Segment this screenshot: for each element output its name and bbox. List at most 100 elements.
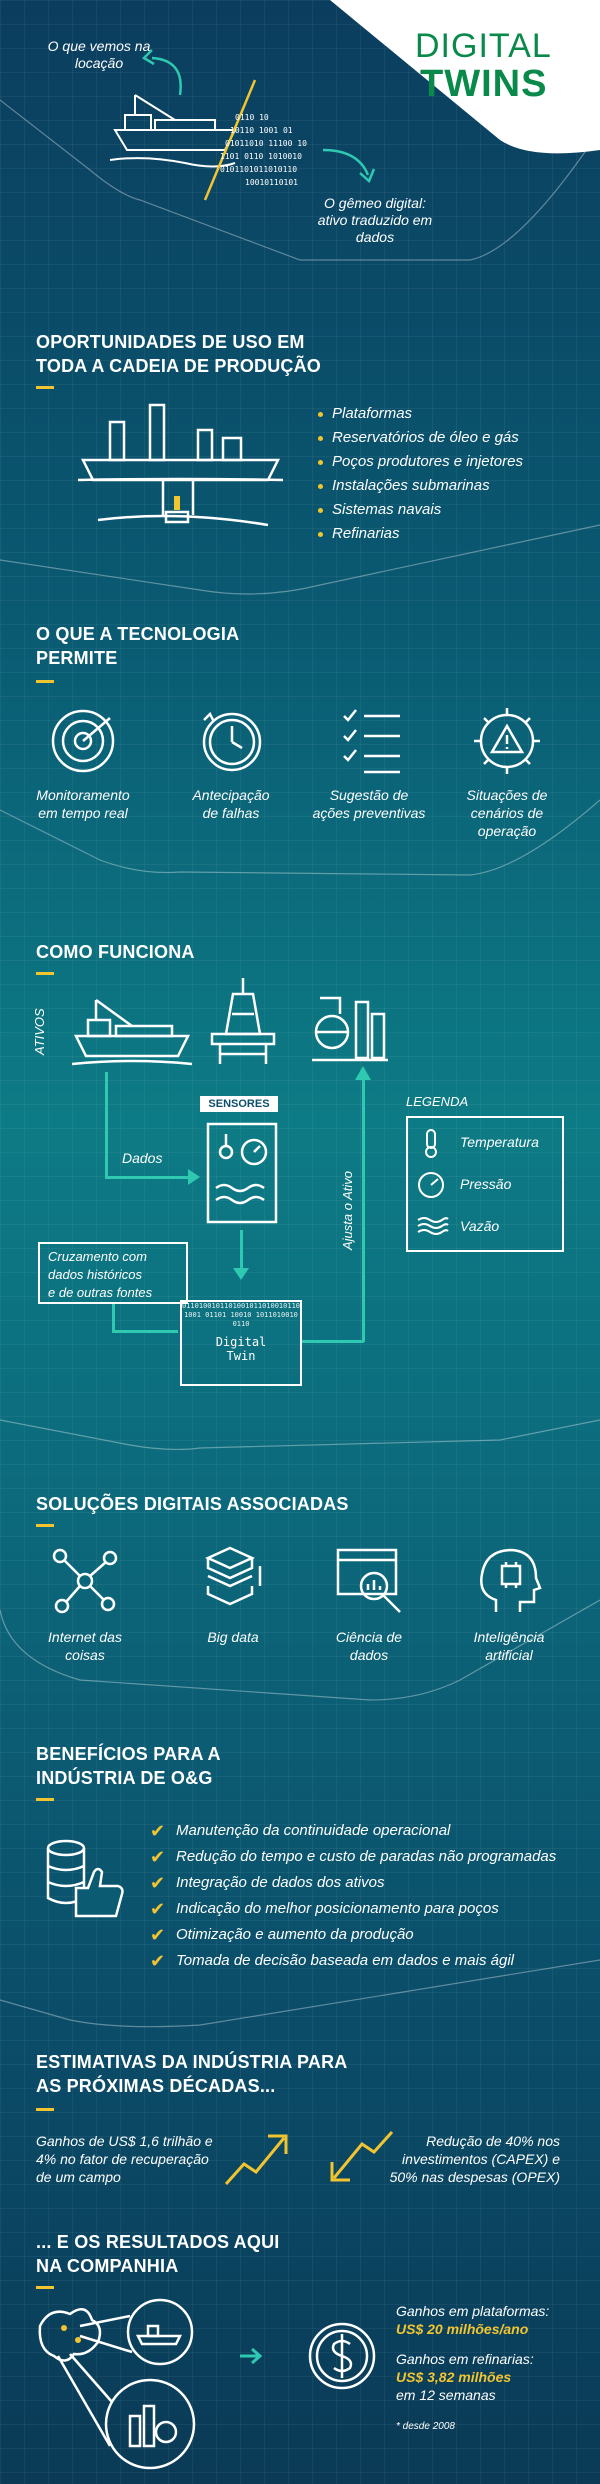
estimate-line: Redução de 40% nos [426, 2133, 560, 2149]
section7-title: ... E OS RESULTADOS AQUI NA COMPANHIA [36, 2230, 280, 2278]
check-icon: ✔ [150, 1951, 166, 1971]
section2-title-line2: PERMITE [36, 648, 118, 668]
section6-title-line1: ESTIMATIVAS DA INDÚSTRIA PARA [36, 2052, 348, 2072]
estimate-line: Ganhos de US$ 1,6 trilhão e [36, 2133, 213, 2149]
estimate-right: Redução de 40% nos investimentos (CAPEX)… [380, 2132, 560, 2186]
platform-icon [78, 403, 284, 527]
flow-line [302, 1340, 364, 1343]
capability-line: operação [477, 823, 537, 839]
section3-title: COMO FUNCIONA [36, 942, 195, 962]
solution-bigdata: Big data [168, 1628, 298, 1646]
legend-box: Temperatura Pressão Vazão [406, 1116, 564, 1252]
clock-icon [202, 711, 262, 772]
capability-scenarios: Situações de cenários de operação [442, 786, 572, 840]
arrow-right-icon [188, 1169, 200, 1185]
benefit-text: Tomada de decisão baseada em dados e mai… [176, 1952, 514, 1969]
section1-title-line1: OPORTUNIDADES DE USO EM [36, 332, 305, 352]
refinery-asset-icon [312, 996, 388, 1062]
solution-line: artificial [485, 1647, 533, 1663]
flow-line [362, 1076, 365, 1342]
capability-line: de falhas [202, 805, 260, 821]
footnote: * desde 2008 [396, 2421, 455, 2432]
twin-line2: Twin [226, 1349, 256, 1363]
cruzamento-line: e de outras fontes [48, 1285, 153, 1300]
arrow-right-icon [240, 2347, 263, 2365]
list-item: Plataformas [318, 402, 523, 426]
result-value: US$ 3,82 milhões [396, 2369, 512, 2385]
list-item: ✔Indicação do melhor posicionamento para… [150, 1896, 556, 1922]
benefit-text: Manutenção da continuidade operacional [176, 1822, 451, 1839]
sensores-label: SENSORES [200, 1096, 278, 1112]
ajusta-label: Ajusta o Ativo [340, 1170, 355, 1250]
flow-line [112, 1304, 115, 1332]
estimate-line: 4% no fator de recuperação [36, 2151, 209, 2167]
twin-line1: Digital [215, 1335, 267, 1349]
solution-line: Ciência de [335, 1629, 403, 1645]
solution-line: Inteligência [473, 1629, 545, 1645]
section5-title-line2: INDÚSTRIA DE O&G [36, 1768, 213, 1788]
section5-title: BENEFÍCIOS PARA A INDÚSTRIA DE O&G [36, 1742, 221, 1790]
data-science-icon [336, 1548, 401, 1613]
list-item: ✔Integração de dados dos ativos [150, 1870, 556, 1896]
arrow-down-icon [233, 1268, 249, 1280]
list-item: Instalações submarinas [318, 474, 523, 498]
solution-line: Internet das [48, 1629, 122, 1645]
right-caption: O gêmeo digital: ativo traduzido em dado… [317, 195, 433, 245]
ai-head-icon [480, 1548, 542, 1612]
radar-icon [51, 709, 115, 773]
section3-dash [36, 972, 54, 975]
ship-digital-icon: 0110 10 10110 1001 01 01011010 11100 10 … [109, 79, 307, 201]
solution-line: coisas [65, 1647, 105, 1663]
section1-title-line2: TODA A CADEIA DE PRODUÇÃO [36, 356, 322, 376]
section6-title: ESTIMATIVAS DA INDÚSTRIA PARA AS PRÓXIMA… [36, 2050, 347, 2098]
section7-title-line1: ... E OS RESULTADOS AQUI [36, 2232, 280, 2252]
flow-line [105, 1176, 195, 1179]
section4-title: SOLUÇÕES DIGITAIS ASSOCIADAS [36, 1494, 349, 1514]
estimate-line: 50% nas despesas (OPEX) [389, 2169, 560, 2185]
svg-text:10010110101: 10010110101 [245, 178, 298, 187]
spacer [396, 2404, 596, 2418]
arrow-up-icon [355, 1066, 371, 1080]
section2-title: O QUE A TECNOLOGIA PERMITE [36, 622, 239, 670]
result-label: Ganhos em refinarias: [396, 2351, 534, 2367]
section4-dash [36, 1524, 54, 1527]
capability-line: cenários de [470, 805, 544, 821]
benefit-text: Indicação do melhor posicionamento para … [176, 1900, 499, 1917]
capability-failures: Antecipação de falhas [166, 786, 296, 822]
cruzamento-line: dados históricos [48, 1267, 142, 1282]
capability-line: em tempo real [38, 805, 128, 821]
solution-datascience: Ciência de dados [304, 1628, 434, 1664]
section1-title: OPORTUNIDADES DE USO EM TODA A CADEIA DE… [36, 330, 321, 378]
capability-line: Situações de [466, 787, 548, 803]
curved-arrow-down-icon [322, 148, 376, 184]
check-icon: ✔ [150, 1873, 166, 1893]
legend-item: Pressão [460, 1176, 512, 1192]
rig-asset-icon [210, 978, 276, 1064]
dados-label: Dados [122, 1150, 163, 1166]
flow-wave-icon [417, 1217, 449, 1235]
svg-text:0101101011010110: 0101101011010110 [220, 165, 297, 174]
legend-title: LEGENDA [406, 1094, 469, 1109]
capability-line: Monitoramento [36, 787, 130, 803]
list-item: Poços produtores e injetores [318, 450, 523, 474]
estimate-line: de um campo [36, 2169, 121, 2185]
cruzamento-box: Cruzamento com dados históricos e de out… [38, 1242, 188, 1304]
results-text: Ganhos em plataformas: US$ 20 milhões/an… [396, 2302, 596, 2436]
spacer [396, 2338, 596, 2350]
result-label: Ganhos em plataformas: [396, 2303, 550, 2319]
check-icon: ✔ [150, 1821, 166, 1841]
list-item: ✔Redução do tempo e custo de paradas não… [150, 1844, 556, 1870]
capability-line: ações preventivas [312, 805, 426, 821]
checklist-icon [343, 709, 400, 774]
oil-barrel-thumbsup-icon [46, 1839, 124, 1918]
section6-dash [36, 2108, 54, 2111]
section5-dash [36, 1798, 54, 1801]
capability-line: Sugestão de [329, 787, 409, 803]
title-banner [330, 0, 600, 154]
svg-text:10110 1001 01: 10110 1001 01 [230, 126, 293, 135]
section6-title-line2: AS PRÓXIMAS DÉCADAS... [36, 2076, 276, 2096]
iot-network-icon [52, 1548, 118, 1614]
section5-title-line1: BENEFÍCIOS PARA A [36, 1744, 221, 1764]
